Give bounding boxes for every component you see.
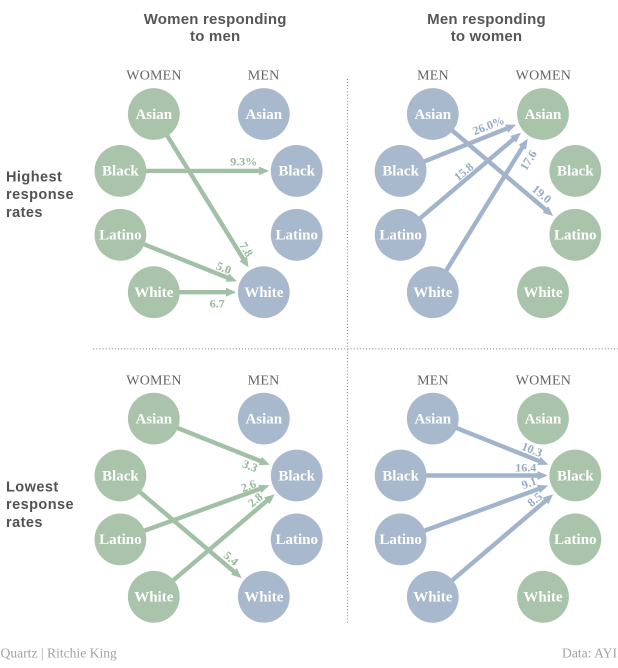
svg-text:rates: rates (6, 205, 43, 221)
svg-text:Lowest: Lowest (6, 480, 59, 496)
svg-text:Black: Black (382, 468, 419, 484)
svg-text:Latino: Latino (275, 228, 318, 244)
svg-text:White: White (244, 285, 284, 301)
svg-text:5.0: 5.0 (214, 259, 233, 278)
svg-text:7.8: 7.8 (236, 239, 256, 259)
svg-text:Quartz | Ritchie King: Quartz | Ritchie King (1, 646, 118, 661)
svg-text:6.7: 6.7 (210, 297, 225, 311)
svg-text:Data: AYI: Data: AYI (562, 646, 617, 661)
svg-text:White: White (244, 590, 284, 606)
svg-text:MEN: MEN (248, 373, 280, 388)
svg-text:response: response (6, 187, 74, 203)
svg-text:Men responding: Men responding (427, 11, 546, 28)
svg-text:Latino: Latino (554, 228, 597, 244)
svg-text:White: White (523, 590, 563, 606)
svg-text:Black: Black (102, 164, 139, 180)
svg-text:to men: to men (190, 28, 240, 45)
svg-text:Asian: Asian (414, 107, 451, 123)
svg-text:9.3%: 9.3% (230, 154, 257, 168)
svg-text:MEN: MEN (248, 68, 280, 83)
svg-text:White: White (134, 590, 174, 606)
svg-text:Asian: Asian (525, 411, 562, 427)
svg-text:White: White (523, 285, 563, 301)
svg-text:Latino: Latino (99, 532, 142, 548)
svg-text:MEN: MEN (417, 68, 449, 83)
svg-text:Black: Black (278, 164, 315, 180)
svg-text:White: White (413, 285, 453, 301)
svg-text:WOMEN: WOMEN (126, 68, 181, 83)
svg-text:3.3: 3.3 (241, 457, 260, 476)
svg-text:Latino: Latino (275, 532, 318, 548)
svg-text:Black: Black (557, 468, 594, 484)
svg-text:Asian: Asian (245, 411, 282, 427)
svg-text:Black: Black (102, 468, 139, 484)
svg-text:Latino: Latino (379, 228, 422, 244)
svg-text:Black: Black (557, 164, 594, 180)
svg-text:to women: to women (451, 28, 523, 45)
svg-text:Black: Black (382, 164, 419, 180)
svg-text:rates: rates (6, 515, 43, 531)
svg-text:MEN: MEN (417, 373, 449, 388)
svg-text:WOMEN: WOMEN (516, 373, 571, 388)
svg-text:Latino: Latino (99, 228, 142, 244)
svg-text:Asian: Asian (245, 107, 282, 123)
svg-text:Black: Black (278, 468, 315, 484)
svg-text:Asian: Asian (135, 411, 172, 427)
svg-text:White: White (134, 285, 174, 301)
svg-text:16.4: 16.4 (515, 460, 536, 474)
svg-text:Latino: Latino (554, 532, 597, 548)
svg-text:WOMEN: WOMEN (516, 68, 571, 83)
svg-text:2.6: 2.6 (239, 477, 258, 495)
svg-text:White: White (413, 590, 453, 606)
svg-text:9.1: 9.1 (520, 474, 539, 492)
svg-text:WOMEN: WOMEN (126, 373, 181, 388)
svg-text:Asian: Asian (525, 107, 562, 123)
svg-text:Asian: Asian (414, 411, 451, 427)
svg-text:response: response (6, 497, 74, 513)
svg-text:Highest: Highest (6, 170, 62, 186)
svg-text:Asian: Asian (135, 107, 172, 123)
svg-text:Women responding: Women responding (144, 11, 287, 28)
svg-text:Latino: Latino (379, 532, 422, 548)
